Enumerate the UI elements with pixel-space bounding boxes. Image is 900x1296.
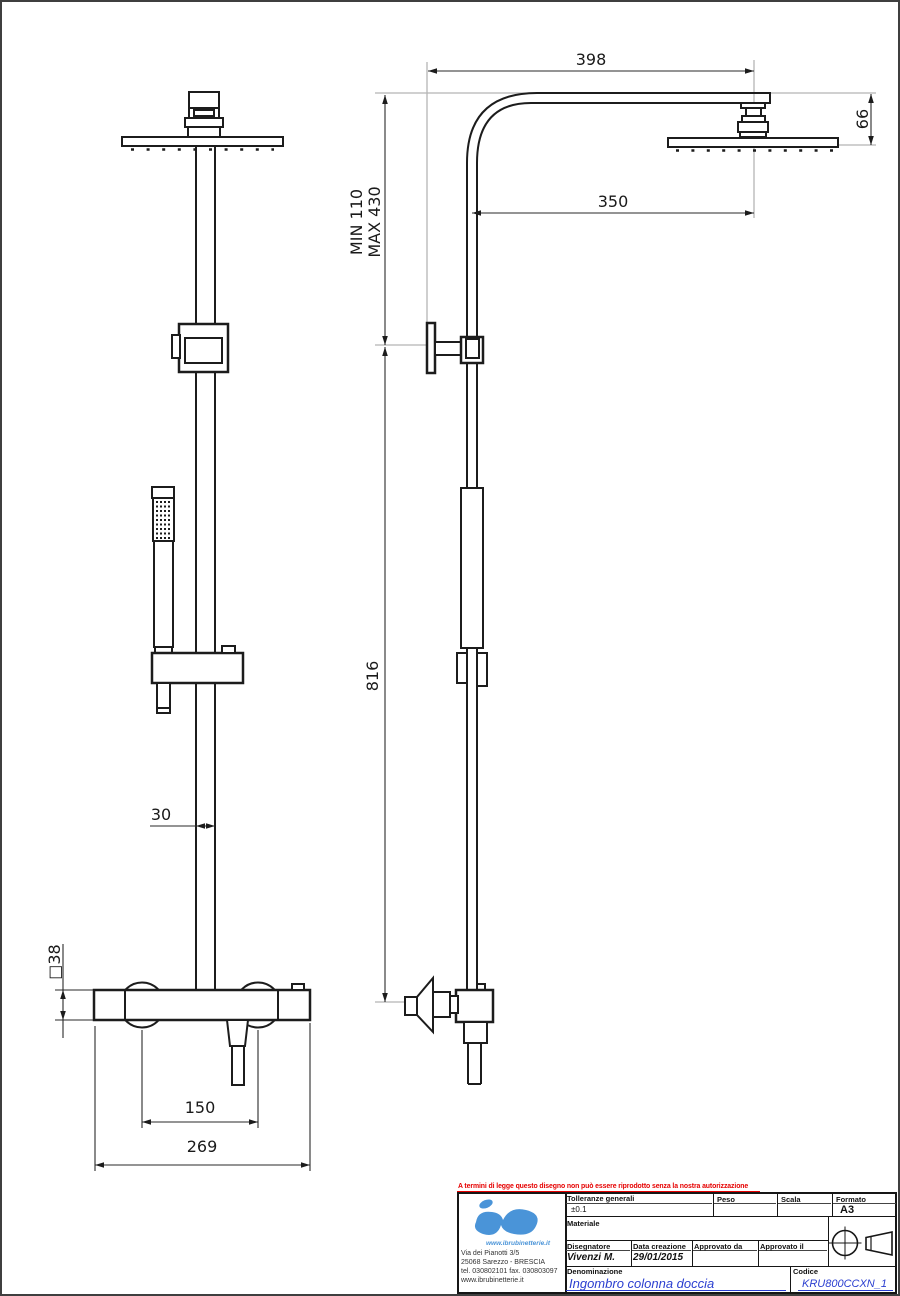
denomination-label: Denominazione: [567, 1267, 623, 1276]
tb-subline: [632, 1250, 691, 1251]
dim-66-label: 66: [853, 109, 872, 129]
shower-head-side: [667, 102, 839, 152]
dim-30-label: 30: [151, 805, 171, 824]
dim-30: 30: [150, 805, 215, 829]
tb-subline: [714, 1203, 776, 1204]
dim-66: 66: [853, 94, 874, 145]
tb-subline: [566, 1250, 630, 1251]
slider-bracket-front: [150, 645, 245, 714]
hand-shower-front: [151, 486, 175, 654]
dim-sq38: □38: [45, 944, 93, 1038]
wall-bracket-side: [425, 321, 485, 375]
designer-value: Vivenzi M.: [567, 1252, 615, 1263]
wall-bracket-front: [171, 322, 230, 374]
creation-date-value: 29/01/2015: [633, 1252, 684, 1263]
tb-line: [565, 1216, 897, 1217]
shower-head-front: [121, 136, 284, 147]
dim-150-label: 150: [185, 1098, 216, 1117]
tb-subline: [759, 1250, 827, 1251]
tolerances-label: Tolleranze generali: [567, 1194, 635, 1203]
dim-sq38-label: □38: [45, 944, 64, 979]
scale-label: Scala: [781, 1195, 801, 1204]
tb-line: [692, 1240, 693, 1266]
tb-line: [790, 1266, 791, 1294]
title-block: [457, 1192, 897, 1294]
side-view: [404, 92, 839, 1085]
dim-816: 816: [363, 347, 388, 1002]
tb-line: [832, 1192, 833, 1216]
code-label: Codice: [793, 1267, 819, 1276]
company-address-1: Via dei Pianotti 3/5: [461, 1250, 520, 1257]
tb-line: [777, 1192, 778, 1216]
dim-max-label: MAX 430: [365, 186, 384, 257]
tb-line: [565, 1266, 897, 1267]
format-label: Formato: [836, 1195, 866, 1204]
tb-line: [758, 1240, 759, 1266]
weight-label: Peso: [717, 1195, 735, 1204]
approved-by-label: Approvato da: [694, 1242, 743, 1251]
tb-subline: [566, 1203, 712, 1204]
tb-line: [828, 1216, 829, 1266]
approved-on-label: Approvato il: [760, 1242, 804, 1251]
legal-notice-underline: [457, 1191, 760, 1192]
tb-subline: [833, 1203, 896, 1204]
denomination-rule: [566, 1290, 786, 1291]
tolerances-value: ±0.1: [571, 1205, 587, 1214]
company-phone: tel. 030802101 fax. 030803097: [461, 1268, 558, 1275]
dim-398: 398: [428, 50, 754, 74]
logo-caption: www.ibrubinetterie.it: [485, 1240, 551, 1247]
dim-398-label: 398: [576, 50, 607, 69]
designer-label: Disegnatore: [567, 1242, 611, 1251]
format-value: A3: [840, 1204, 855, 1216]
tb-line: [565, 1240, 828, 1241]
dimensions: 398 350 66 MIN 110 MAX 430: [45, 50, 874, 1171]
dim-350-label: 350: [598, 192, 629, 211]
dim-min-label: MIN 110: [347, 189, 366, 255]
tb-line: [713, 1192, 714, 1216]
dim-269-label: 269: [187, 1137, 218, 1156]
code-value: KRU800CCXN_1: [802, 1278, 887, 1290]
company-logo: [474, 1199, 538, 1235]
tb-subline: [778, 1203, 831, 1204]
material-label: Materiale: [567, 1219, 600, 1228]
first-angle-projection-icon: [828, 1226, 893, 1260]
company-address-2: 25068 Sarezzo - BRESCIA: [461, 1259, 546, 1266]
dim-816-label: 816: [363, 661, 382, 692]
valve-handle-tip: [404, 996, 418, 1016]
denomination-value: Ingombro colonna doccia: [569, 1276, 715, 1291]
company-website: www.ibrubinetterie.it: [461, 1277, 524, 1284]
dim-350: 350: [472, 192, 754, 216]
legal-notice: A termini di legge questo disegno non pu…: [458, 1183, 749, 1190]
tb-line: [565, 1192, 567, 1294]
dim-min-max: MIN 110 MAX 430: [347, 95, 388, 345]
dim-150: 150: [141, 1030, 259, 1128]
front-view: [92, 91, 312, 1086]
tb-subline: [693, 1250, 757, 1251]
mixer-front: [92, 981, 312, 1086]
code-rule: [798, 1290, 893, 1291]
tb-line: [631, 1240, 632, 1266]
mixer-valve-side: [404, 975, 495, 1085]
creation-date-label: Data creazione: [633, 1242, 686, 1251]
dim-269: 269: [94, 1023, 311, 1171]
